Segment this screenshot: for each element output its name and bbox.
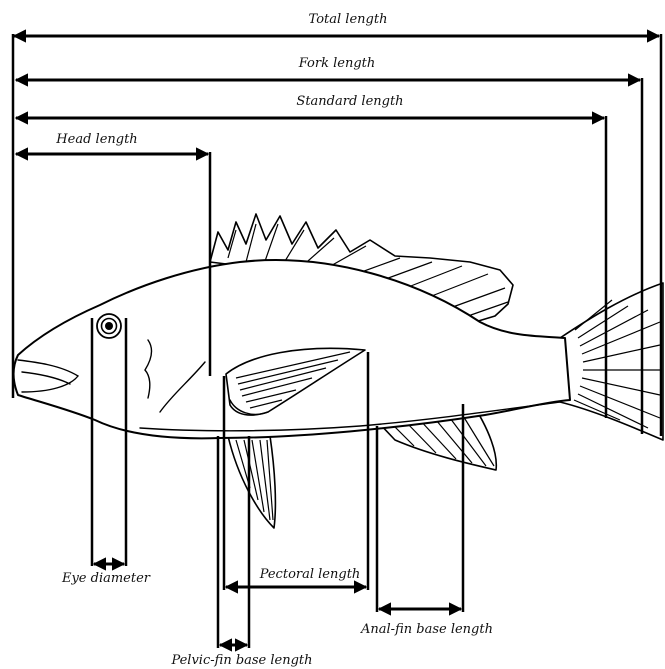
eye-diameter-label: Eye diameter: [61, 571, 151, 586]
pectoral-length-label: Pectoral length: [259, 567, 361, 582]
total-length-label: Total length: [309, 12, 388, 27]
anal-fin-base-length-label: Anal-fin base length: [360, 622, 493, 637]
pelvic-fin-base-length-label: Pelvic-fin base length: [170, 653, 312, 668]
fish-illustration: [14, 214, 664, 528]
standard-length-label: Standard length: [296, 94, 403, 109]
fish-eye: [97, 314, 121, 338]
fork-length-label: Fork length: [298, 56, 376, 71]
head-length-label: Head length: [55, 132, 137, 147]
